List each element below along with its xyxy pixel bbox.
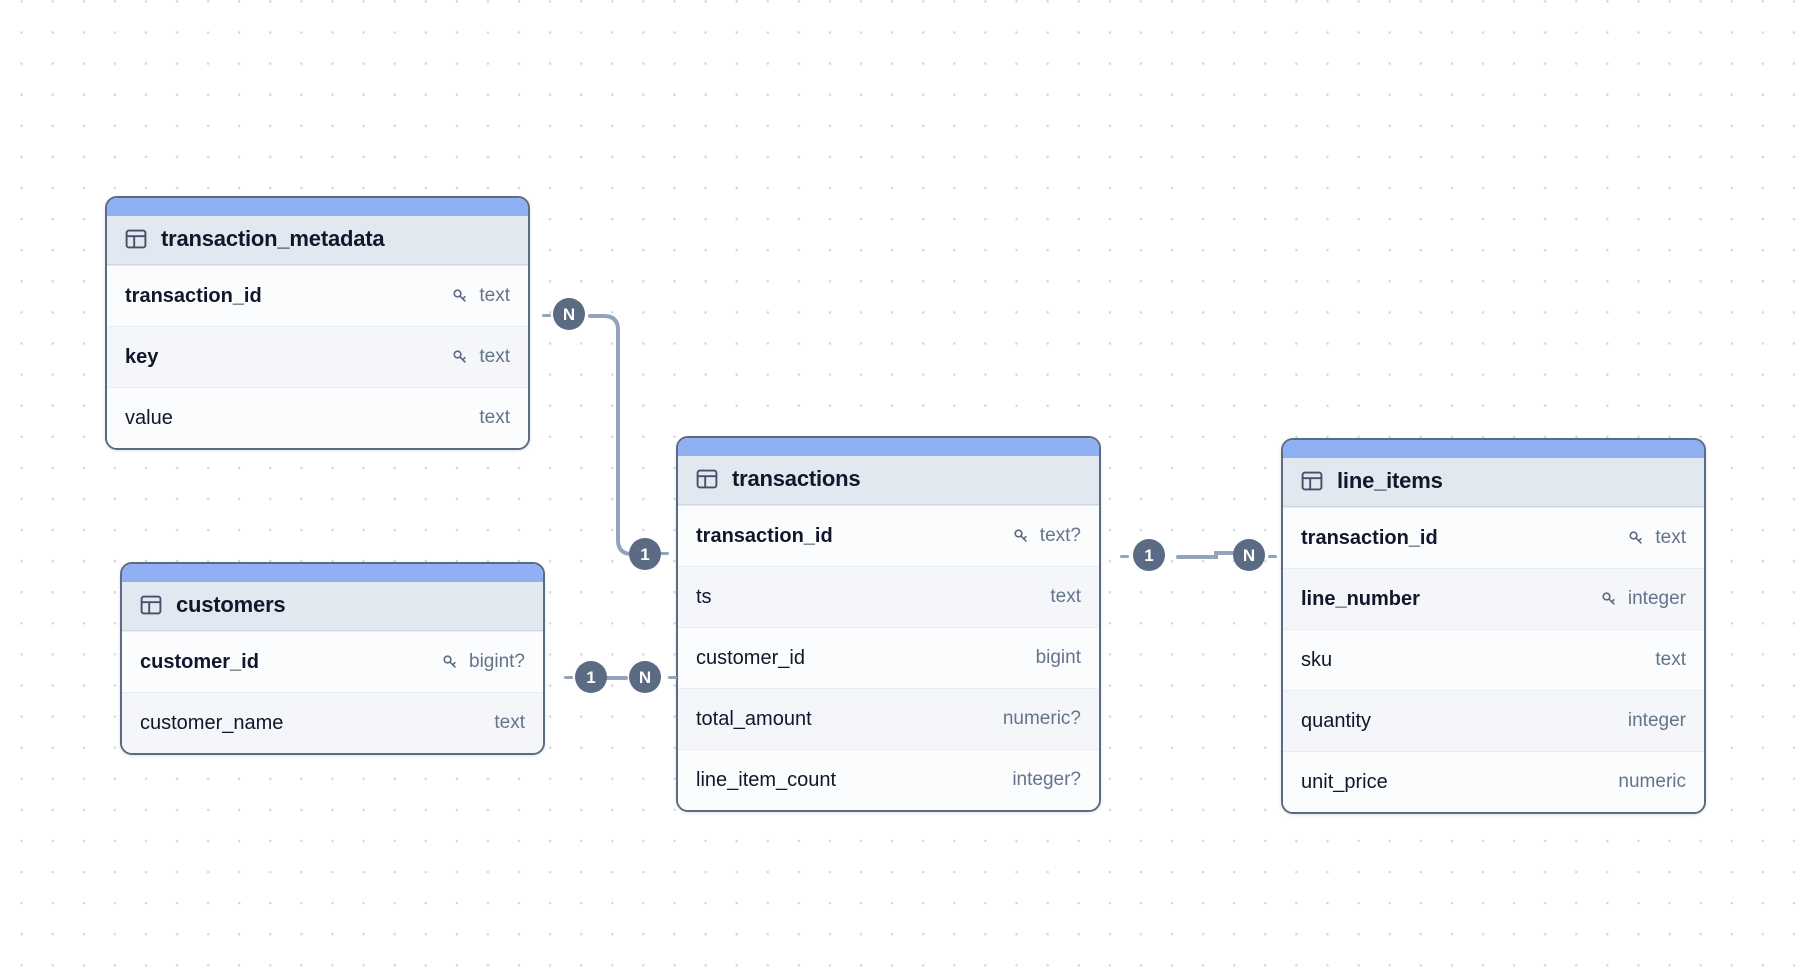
column-type: bigint? bbox=[469, 651, 525, 672]
node-accent-bar bbox=[122, 564, 543, 582]
table-icon bbox=[696, 469, 718, 489]
column-name: quantity bbox=[1301, 709, 1372, 732]
column-name: unit_price bbox=[1301, 770, 1388, 793]
column-meta: numeric bbox=[1618, 771, 1686, 793]
table-row[interactable]: customer_name text bbox=[122, 692, 543, 753]
column-type: text bbox=[1655, 527, 1686, 548]
column-type: integer bbox=[1627, 588, 1686, 609]
column-name: key bbox=[125, 345, 159, 368]
table-node-customers[interactable]: customers customer_id bigint? customer_n… bbox=[120, 562, 545, 755]
column-type: text bbox=[494, 712, 525, 733]
table-title: transactions bbox=[732, 466, 861, 491]
node-accent-bar bbox=[107, 198, 528, 216]
edge-tick bbox=[1268, 555, 1277, 558]
column-meta: text bbox=[451, 285, 510, 307]
cardinality-badge-customers-1: 1 bbox=[575, 661, 607, 693]
column-meta: integer bbox=[1628, 710, 1686, 732]
edge-tick bbox=[660, 552, 669, 555]
key-icon bbox=[1602, 591, 1615, 605]
node-header[interactable]: customers bbox=[122, 582, 543, 631]
key-icon bbox=[453, 349, 467, 363]
column-type: numeric bbox=[1618, 771, 1686, 792]
column-name: transaction_id bbox=[1301, 526, 1438, 549]
edge-tick bbox=[668, 676, 677, 679]
key-icon bbox=[1629, 530, 1643, 544]
column-meta: text bbox=[494, 712, 525, 734]
cardinality-badge-transactions-n: N bbox=[629, 661, 661, 693]
node-header[interactable]: transactions bbox=[678, 456, 1099, 505]
table-node-transaction-metadata[interactable]: transaction_metadata transaction_id text… bbox=[105, 196, 530, 450]
table-title: line_items bbox=[1337, 468, 1443, 493]
table-row[interactable]: transaction_id text? bbox=[678, 505, 1099, 566]
column-type: integer bbox=[1627, 710, 1686, 731]
column-type: text bbox=[479, 346, 510, 367]
column-meta: text bbox=[1627, 527, 1686, 549]
edge-tick bbox=[1120, 555, 1129, 558]
column-type: text? bbox=[1039, 525, 1081, 546]
cardinality-badge-metadata-n: N bbox=[553, 298, 585, 330]
column-name: total_amount bbox=[696, 707, 812, 730]
column-type: text bbox=[1655, 649, 1686, 670]
table-row[interactable]: transaction_id text bbox=[1283, 507, 1704, 568]
key-icon bbox=[443, 654, 456, 668]
key-icon bbox=[1014, 528, 1027, 542]
cardinality-badge-transactions-1-li: 1 bbox=[1133, 539, 1165, 571]
column-name: transaction_id bbox=[125, 284, 262, 307]
table-row[interactable]: customer_id bigint bbox=[678, 627, 1099, 688]
node-header[interactable]: transaction_metadata bbox=[107, 216, 528, 265]
edge-tick bbox=[564, 676, 573, 679]
table-title: customers bbox=[176, 592, 286, 617]
cardinality-badge-transactions-1: 1 bbox=[629, 538, 661, 570]
edge-tick bbox=[542, 314, 551, 317]
table-row[interactable]: sku text bbox=[1283, 629, 1704, 690]
table-row[interactable]: customer_id bigint? bbox=[122, 631, 543, 692]
column-name: customer_id bbox=[696, 646, 805, 669]
table-row[interactable]: unit_price numeric bbox=[1283, 751, 1704, 812]
table-title: transaction_metadata bbox=[161, 226, 385, 251]
column-name: line_number bbox=[1301, 587, 1420, 610]
table-icon bbox=[1301, 471, 1323, 491]
cardinality-badge-lineitems-n: N bbox=[1233, 539, 1265, 571]
column-type: bigint bbox=[1035, 647, 1081, 668]
node-accent-bar bbox=[678, 438, 1099, 456]
column-type: numeric? bbox=[1002, 708, 1081, 729]
column-meta: numeric? bbox=[1003, 708, 1081, 730]
column-type: text bbox=[479, 407, 510, 428]
column-name: sku bbox=[1301, 648, 1333, 671]
table-node-line-items[interactable]: line_items transaction_id text line_numb… bbox=[1281, 438, 1706, 814]
node-header[interactable]: line_items bbox=[1283, 458, 1704, 507]
table-node-transactions[interactable]: transactions transaction_id text? ts tex… bbox=[676, 436, 1101, 812]
node-accent-bar bbox=[1283, 440, 1704, 458]
column-type: text bbox=[1050, 586, 1081, 607]
column-meta: text bbox=[1050, 586, 1081, 608]
column-meta: text bbox=[451, 346, 510, 368]
key-icon bbox=[453, 288, 467, 302]
column-meta: text bbox=[1655, 649, 1686, 671]
table-row[interactable]: ts text bbox=[678, 566, 1099, 627]
column-meta: integer? bbox=[1012, 769, 1081, 791]
table-row[interactable]: key text bbox=[107, 326, 528, 387]
table-row[interactable]: line_number integer bbox=[1283, 568, 1704, 629]
table-row[interactable]: line_item_count integer? bbox=[678, 749, 1099, 810]
table-row[interactable]: quantity integer bbox=[1283, 690, 1704, 751]
column-meta: bigint? bbox=[441, 651, 525, 673]
column-type: integer? bbox=[1012, 769, 1081, 790]
edge-metadata-transactions bbox=[588, 314, 648, 556]
column-name: customer_name bbox=[140, 711, 284, 734]
column-meta: bigint bbox=[1036, 647, 1081, 669]
column-meta: integer bbox=[1600, 588, 1686, 610]
column-name: value bbox=[125, 406, 173, 429]
table-row[interactable]: value text bbox=[107, 387, 528, 448]
table-row[interactable]: transaction_id text bbox=[107, 265, 528, 326]
column-name: line_item_count bbox=[696, 768, 837, 791]
table-icon bbox=[125, 229, 147, 249]
column-name: ts bbox=[696, 585, 712, 608]
column-type: text bbox=[479, 285, 510, 306]
table-row[interactable]: total_amount numeric? bbox=[678, 688, 1099, 749]
column-meta: text bbox=[479, 407, 510, 429]
column-name: customer_id bbox=[140, 650, 259, 673]
table-icon bbox=[140, 595, 162, 615]
column-name: transaction_id bbox=[696, 524, 833, 547]
column-meta: text? bbox=[1012, 525, 1081, 547]
